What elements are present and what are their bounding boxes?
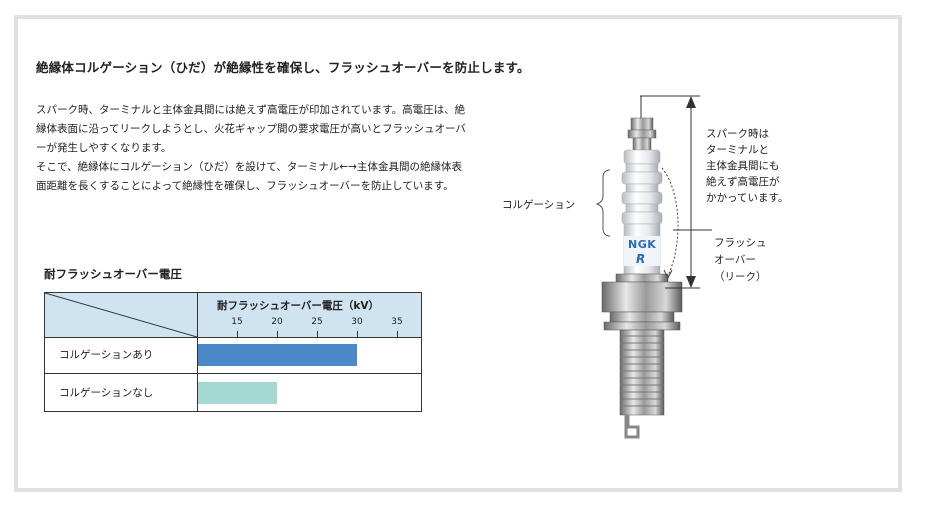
axis-tick-label-2: 25 — [311, 317, 323, 327]
axis-tick-label-4: 35 — [391, 317, 403, 327]
flashover-label-line-1: フラッシュ — [714, 237, 767, 249]
logo-area — [624, 236, 660, 266]
axis-tick-mark-4 — [397, 331, 398, 337]
flashover-voltage-table: 耐フラッシュオーバー電圧（kV） 15 20 25 30 35 コルゲーションありコルゲ… — [44, 292, 422, 412]
axis-tick-mark-3 — [357, 331, 358, 337]
table-title: 耐フラッシュオーバー電圧 — [44, 267, 182, 281]
description-paragraph-1: スパーク時、ターミナルと主体金具間には絶えず高電圧が印加されています。高電圧は、… — [36, 104, 466, 154]
spark-note-line-4: 絶えず高電圧が — [706, 176, 780, 188]
description-paragraph-2: そこで、絶縁体にコルゲーション（ひだ）を設けて、ターミナル←→主体金具間の絶縁体… — [36, 161, 462, 192]
spark-note: スパーク時は ターミナルと 主体金具間にも 絶えず高電圧が かかっています。 — [706, 126, 788, 206]
row-divider — [45, 373, 421, 374]
axis-tick-mark-0 — [237, 331, 238, 337]
spark-note-line-5: かかっています。 — [706, 192, 789, 204]
flashover-label-line-2: オーバー — [714, 254, 756, 266]
bar-1 — [198, 381, 277, 404]
row-label-0: コルゲーションあり — [59, 349, 154, 361]
leak-arrow-head — [663, 269, 673, 280]
corrugation-label: コルゲーション — [502, 199, 576, 211]
logo-text: NGK — [628, 238, 657, 251]
axis-tick-label-3: 30 — [351, 317, 363, 327]
axis-tick-mark-2 — [317, 331, 318, 337]
corrugation-brace — [595, 169, 611, 237]
terminal — [627, 117, 657, 151]
dimension-arrow-bottom — [686, 276, 696, 288]
axis-tick-mark-1 — [277, 331, 278, 337]
page-title: 絶縁体コルゲーション（ひだ）が絶縁性を確保し、フラッシュオーバーを防止します。 — [36, 60, 530, 75]
spark-note-line-3: 主体金具間にも — [706, 160, 780, 172]
chart-header-label: 耐フラッシュオーバー電圧（kV） — [217, 300, 380, 312]
spark-note-line-1: スパーク時は — [706, 128, 769, 140]
leak-path-dotted — [661, 167, 679, 277]
thread-section — [619, 329, 665, 416]
logo-mark: R — [636, 252, 646, 266]
column-divider — [197, 293, 198, 411]
table-header: 耐フラッシュオーバー電圧（kV） 15 20 25 30 35 — [45, 293, 421, 338]
description-text: スパーク時、ターミナルと主体金具間には絶えず高電圧が印加されています。高電圧は、… — [36, 101, 466, 196]
row-label-1: コルゲーションなし — [59, 386, 154, 399]
ground-electrode — [624, 415, 640, 439]
content-frame — [14, 15, 902, 492]
flashover-label-line-3: （リーク） — [714, 271, 767, 283]
flashover-label: フラッシュ オーバー （リーク） — [714, 235, 767, 286]
bar-0 — [198, 344, 357, 366]
spark-note-line-2: ターミナルと — [706, 144, 769, 156]
dimension-arrow-top — [686, 96, 696, 108]
metal-shell — [601, 273, 683, 331]
axis-tick-label-0: 15 — [231, 317, 243, 327]
axis-tick-label-1: 20 — [271, 317, 283, 327]
header-diagonal — [45, 293, 197, 337]
